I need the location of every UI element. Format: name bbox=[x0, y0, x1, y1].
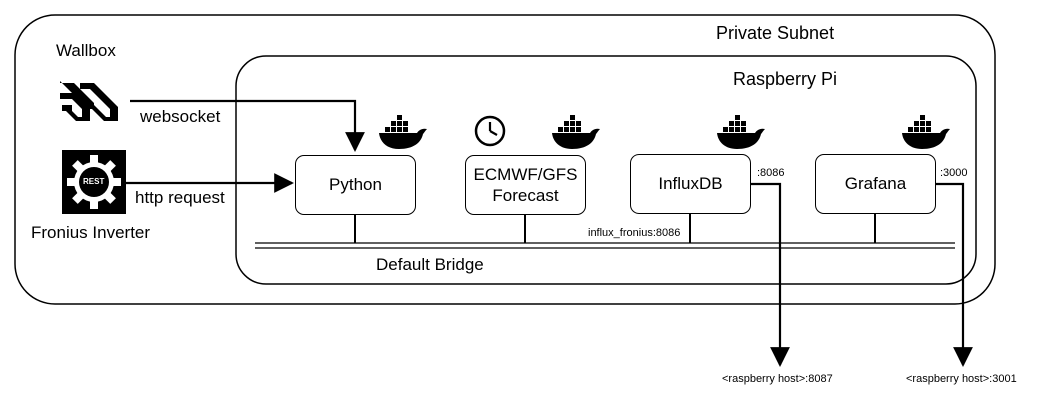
fronius-inverter-label: Fronius Inverter bbox=[31, 223, 151, 242]
grafana-service-box: Grafana bbox=[815, 154, 936, 214]
forecast-line1: ECMWF/GFS bbox=[473, 164, 578, 184]
private-subnet-outline bbox=[14, 14, 996, 305]
forecast-line2: Forecast bbox=[492, 186, 559, 205]
forecast-service-text: ECMWF/GFS Forecast bbox=[474, 164, 578, 207]
influx-fronius-label: influx_fronius:8086 bbox=[588, 227, 681, 239]
host-3001-label: <raspberry host>:3001 bbox=[906, 373, 1017, 385]
grafana-port-arrow bbox=[936, 182, 973, 367]
python-service-box: Python bbox=[295, 155, 416, 215]
raspberry-pi-outline bbox=[235, 55, 977, 285]
raspberry-pi-label: Raspberry Pi bbox=[733, 69, 838, 89]
host-8087-label: <raspberry host>:8087 bbox=[722, 373, 833, 385]
docker-whale-icon bbox=[379, 115, 427, 149]
websocket-label: websocket bbox=[140, 107, 221, 126]
forecast-service-box: ECMWF/GFS Forecast bbox=[465, 155, 586, 215]
grafana-service-label: Grafana bbox=[844, 174, 907, 194]
default-bridge-label: Default Bridge bbox=[376, 255, 484, 274]
wallbox-label: Wallbox bbox=[56, 41, 116, 60]
websocket-arrow bbox=[130, 99, 365, 152]
private-subnet-label: Private Subnet bbox=[716, 23, 835, 43]
influxdb-service-label: InfluxDB bbox=[658, 174, 723, 194]
influxdb-service-box: InfluxDB bbox=[630, 154, 751, 214]
docker-whale-icon bbox=[552, 115, 600, 149]
docker-whale-icon bbox=[717, 115, 765, 149]
docker-whale-icon bbox=[902, 115, 950, 149]
rest-api-gear-icon bbox=[62, 150, 126, 214]
influxdb-port-label: :8086 bbox=[757, 167, 785, 179]
http-request-label: http request bbox=[135, 188, 225, 207]
websocket-logo-icon bbox=[60, 81, 118, 121]
clock-icon bbox=[474, 115, 506, 147]
rest-badge-label: REST bbox=[83, 177, 105, 186]
python-service-label: Python bbox=[329, 175, 382, 195]
grafana-port-label: :3000 bbox=[940, 167, 968, 179]
influxdb-port-arrow bbox=[750, 182, 790, 367]
